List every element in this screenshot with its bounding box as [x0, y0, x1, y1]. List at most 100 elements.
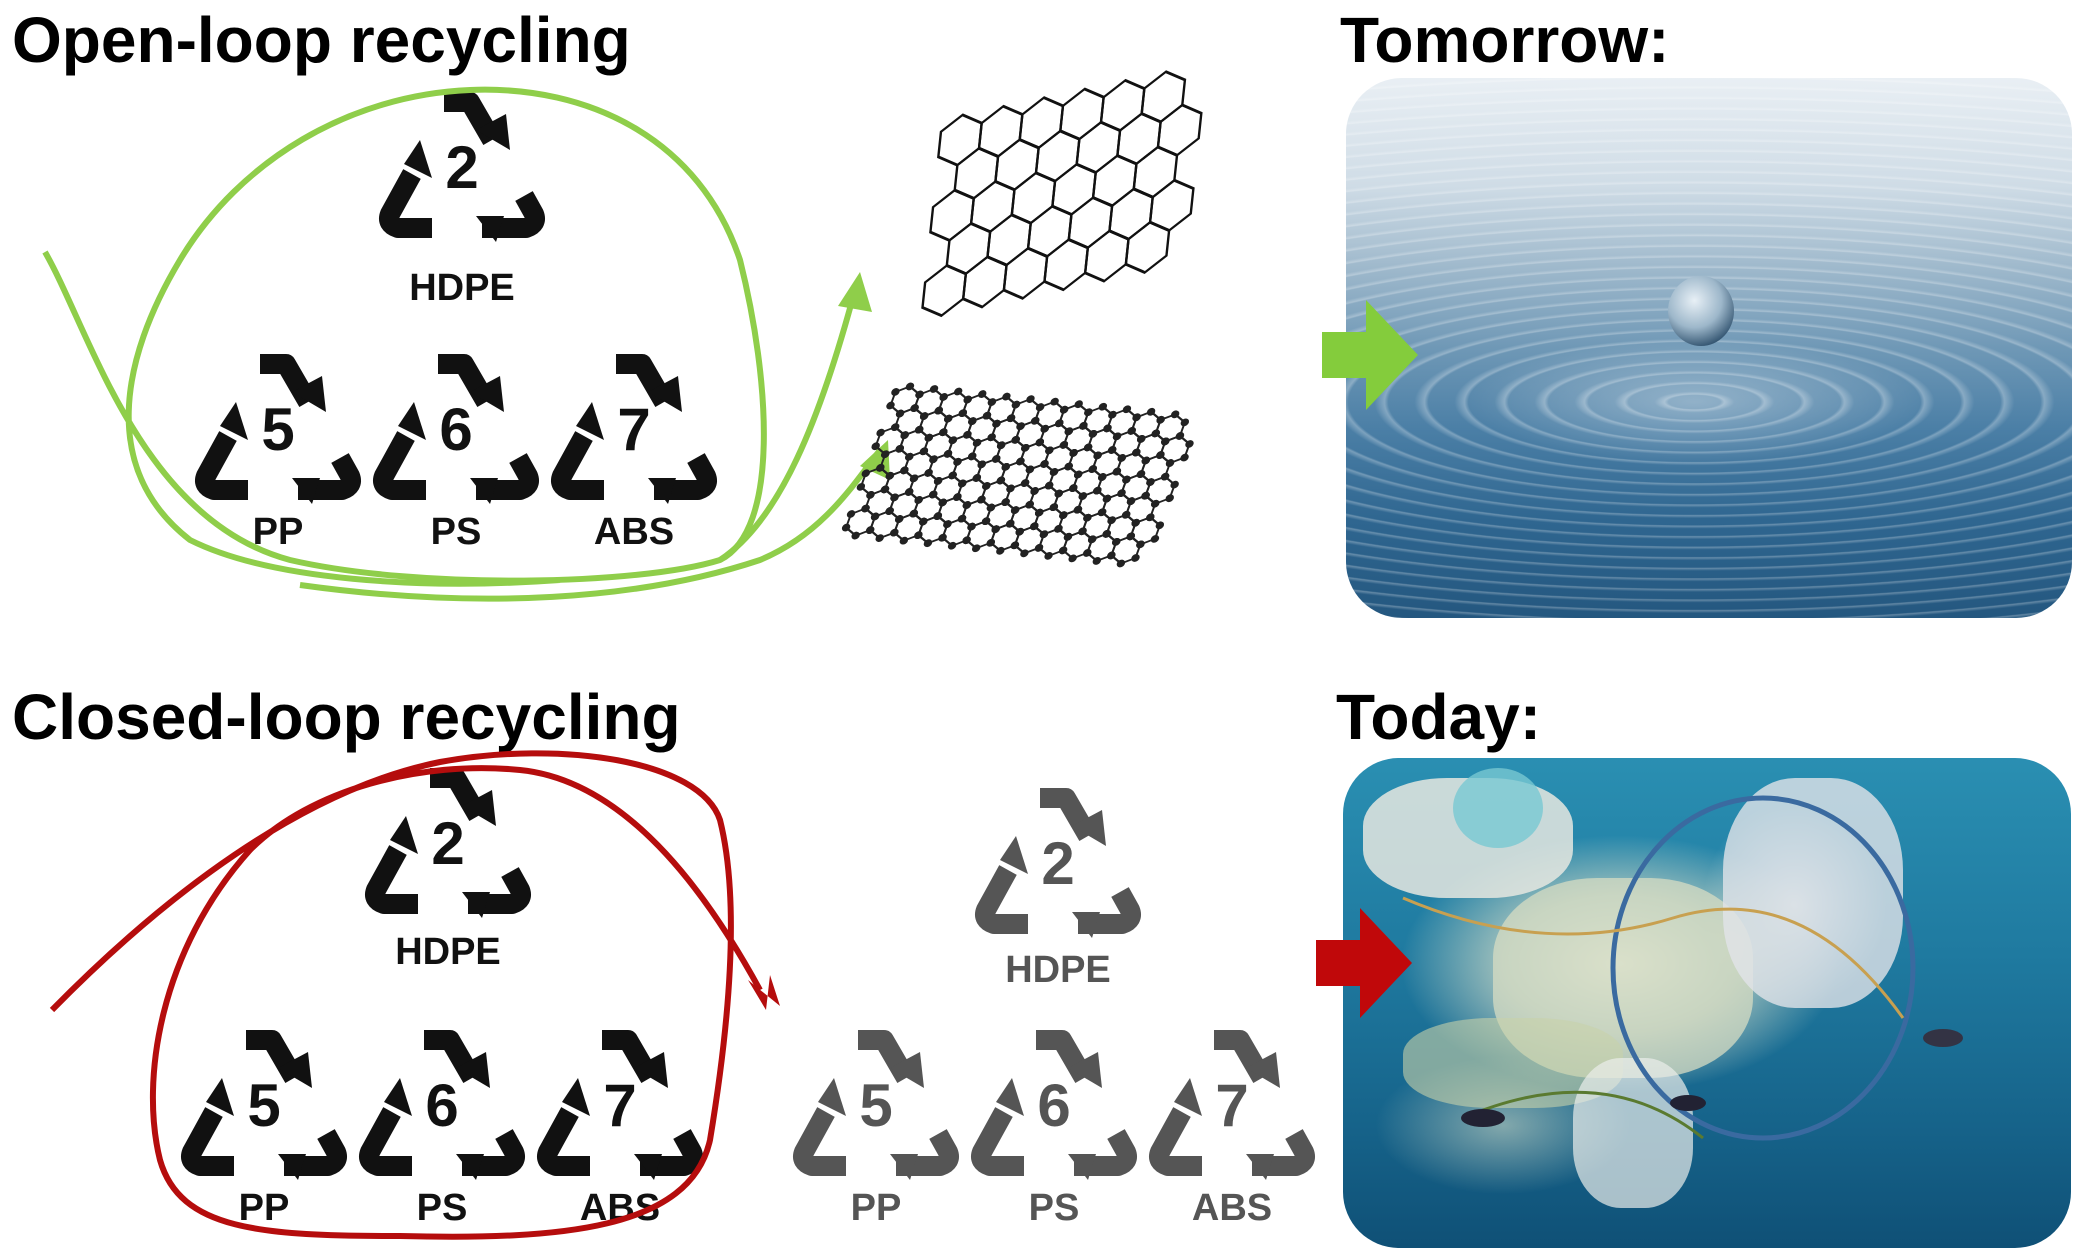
carbon-atom [944, 414, 953, 423]
carbon-atom [1170, 410, 1180, 419]
carbon-atom [958, 409, 968, 418]
carbon-atom [1132, 413, 1141, 422]
carbon-atom [885, 471, 895, 480]
carbon-atom [1165, 494, 1174, 503]
carbon-atom [915, 390, 924, 399]
nanotube-hexagon [1043, 238, 1090, 292]
carbon-atom [953, 457, 962, 466]
carbon-atom [1117, 489, 1126, 498]
carbon-atom [1155, 521, 1165, 530]
carbon-atom [962, 536, 971, 545]
carbon-atom [1021, 443, 1030, 452]
closed-loop-arrowhead [748, 975, 780, 1010]
carbon-atom [982, 411, 992, 420]
carbon-atom [919, 517, 928, 526]
carbon-atom [899, 536, 909, 545]
carbon-atom [1122, 405, 1132, 414]
carbon-atom [929, 455, 938, 464]
nanotube-hexagon [1083, 229, 1130, 283]
plastic-type-label: PS [431, 511, 482, 553]
carbon-atom [1015, 527, 1025, 536]
recycling-code-number: 7 [1215, 1072, 1248, 1139]
carbon-atom [1180, 418, 1190, 427]
plastic-type-label: PP [239, 1187, 290, 1229]
carbon-atom [1112, 467, 1122, 476]
carbon-atom [875, 534, 884, 543]
carbon-atom [1011, 435, 1020, 444]
carbon-atom [986, 503, 996, 512]
carbon-atom [1016, 422, 1025, 431]
carbon-atom [1151, 499, 1160, 508]
carbon-atom [1069, 484, 1078, 492]
carbon-atom [996, 476, 1006, 485]
carbon-atom [1020, 479, 1030, 487]
carbon-atom [905, 452, 914, 461]
plastic-debris [1453, 768, 1543, 848]
plastic-type-label: HDPE [1005, 949, 1111, 991]
closed-loop-cycle-line [49, 750, 763, 1240]
recycling-code-number: 7 [617, 396, 650, 463]
carbon-atom [1059, 511, 1068, 520]
recycling-code-number: 5 [247, 1072, 280, 1139]
carbon-atom [947, 541, 957, 550]
carbon-atom [1064, 462, 1073, 471]
carbon-atom [1151, 429, 1160, 438]
carbon-atom [1020, 549, 1029, 558]
carbon-atom [943, 449, 953, 458]
carbon-atom [1050, 397, 1059, 406]
plastic-type-label: PS [417, 1187, 468, 1229]
carbon-atom [1088, 429, 1098, 438]
carbon-atom [1006, 414, 1016, 423]
carbon-atom [967, 522, 976, 531]
recycling-symbol-5: 5PP [191, 1040, 337, 1229]
carbon-atom [866, 491, 875, 499]
carbon-atom [1126, 497, 1136, 506]
carbon-atom [1054, 524, 1063, 533]
carbon-atom [885, 507, 894, 515]
carbon-atom [1083, 548, 1092, 557]
carbon-atom [1160, 472, 1170, 481]
recycling-symbol-5: 5PP [205, 364, 351, 553]
carbon-atom [939, 393, 948, 401]
carbon-atom [1126, 532, 1135, 541]
carbon-atom [1156, 451, 1165, 459]
carbon-atom [963, 430, 972, 439]
carbon-atom [910, 404, 919, 412]
carbon-atom [1068, 554, 1077, 563]
water-droplet [1668, 276, 1734, 346]
carbon-atom [1040, 424, 1049, 433]
carbon-atom [948, 436, 958, 445]
carbon-atom [1136, 470, 1146, 478]
carbon-atom [1165, 459, 1175, 467]
plastic-type-label: HDPE [395, 931, 501, 973]
carbon-atom [1059, 440, 1069, 449]
plastic-type-label: HDPE [409, 267, 515, 309]
carbon-atom [928, 490, 938, 499]
carbon-atom [1098, 473, 1107, 481]
carbon-atom [871, 442, 880, 451]
carbon-atom [1055, 419, 1064, 428]
carbon-atom [1001, 463, 1011, 471]
recycling-code-number: 6 [1037, 1072, 1070, 1139]
recycling-code-number: 6 [425, 1072, 458, 1139]
graphene-sheet-icon [841, 382, 1194, 568]
carbon-atom [1049, 503, 1059, 512]
red-arrow-to-ocean [1316, 908, 1412, 1018]
carbon-atom [886, 401, 895, 410]
carbon-atom [1059, 405, 1069, 414]
carbon-atom [1093, 486, 1102, 495]
carbon-atom [939, 428, 948, 437]
carbon-atom [909, 474, 919, 483]
recycling-code-number: 6 [439, 396, 472, 463]
carbon-atom [919, 412, 929, 420]
carbon-atom [1063, 532, 1073, 541]
closed-loop-heading: Closed-loop recycling [12, 681, 681, 753]
carbon-atom [1185, 440, 1194, 448]
carbon-atom [987, 433, 996, 442]
carbon-atom [1136, 540, 1145, 549]
